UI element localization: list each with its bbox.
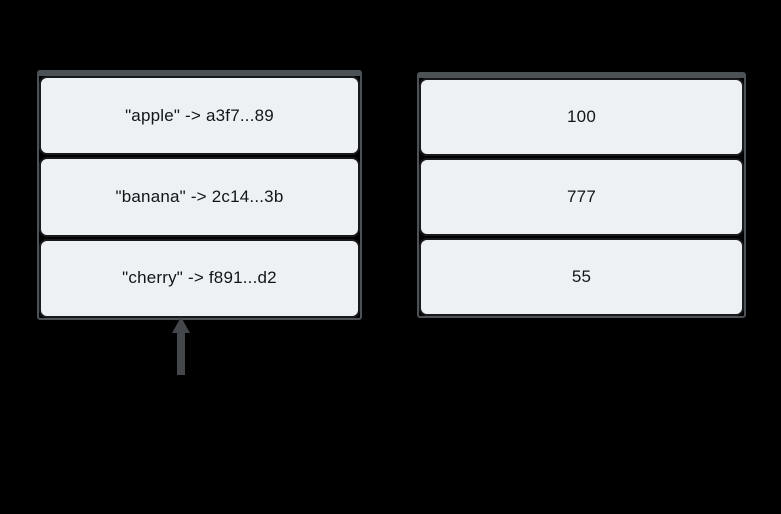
arrow-up-icon: [172, 317, 190, 333]
edge-connector-line: [177, 331, 185, 375]
node-cherry-hash: "cherry" -> f891...d2: [39, 238, 360, 318]
node-value-55: 55: [419, 238, 744, 316]
cluster-key-hash-entries: "apple" -> a3f7...89 "banana" -> 2c14...…: [37, 70, 362, 320]
node-apple-hash: "apple" -> a3f7...89: [39, 76, 360, 156]
node-value-100: 100: [419, 78, 744, 156]
node-banana-hash: "banana" -> 2c14...3b: [39, 157, 360, 237]
cluster-values: 100 777 55: [417, 72, 746, 318]
node-value-777: 777: [419, 158, 744, 236]
